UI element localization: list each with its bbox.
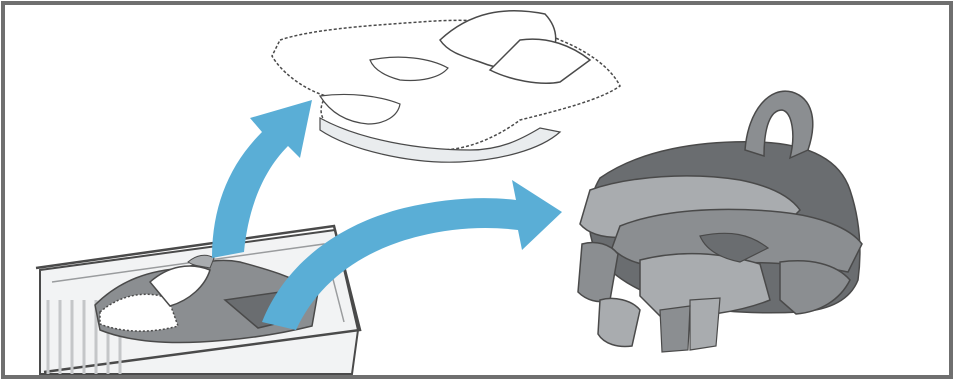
- laundry-sorting-illustration: [0, 0, 956, 382]
- illustration-canvas: [0, 0, 956, 382]
